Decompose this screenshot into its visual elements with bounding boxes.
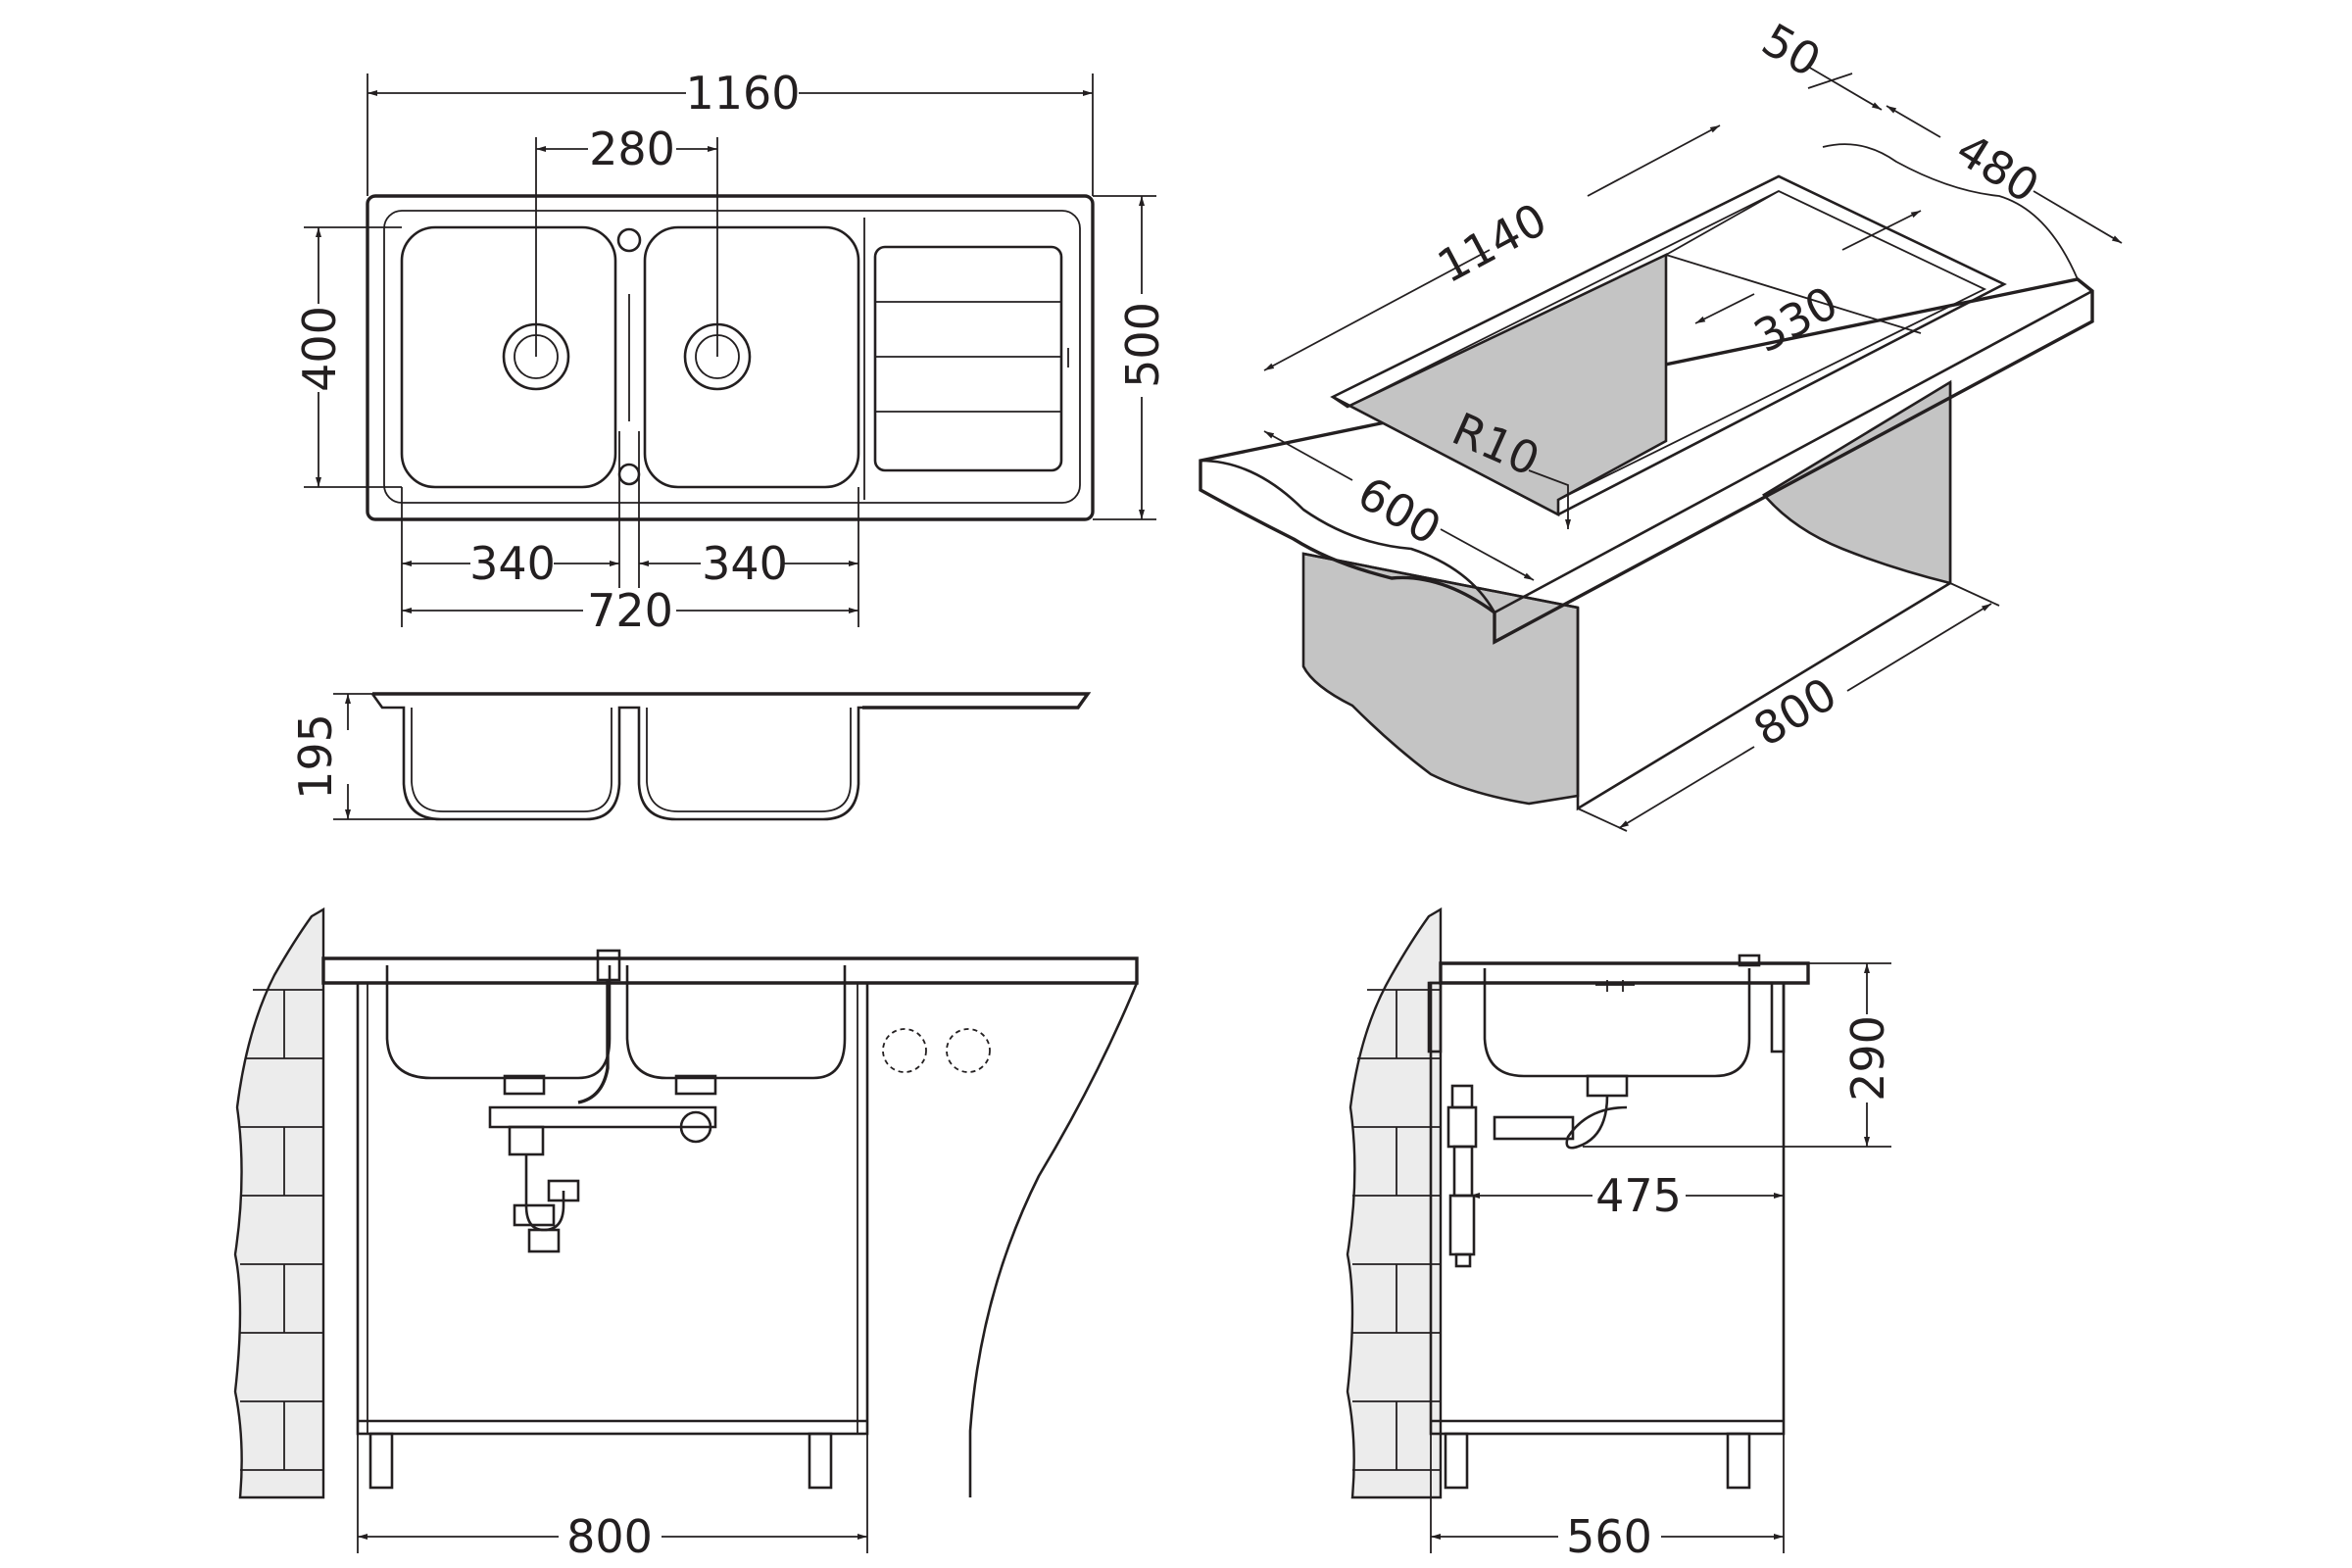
sink-inner-rim [383,210,1081,504]
dim-800-iso: 800 [1744,667,1845,758]
sink-outline [366,194,1095,521]
side-profile: 195 [289,692,1092,821]
dim-480: 480 [1947,122,2048,213]
dim-475: 475 [1595,1169,1682,1222]
cabinet-body [1301,552,1580,806]
top-view: 1160 280 400 500 340 340 720 [293,67,1169,637]
brick-wall [233,906,325,1499]
side-installation: 290 475 560 [1346,906,1894,1563]
dim-720: 720 [587,584,673,637]
dim-560: 560 [1566,1510,1652,1563]
overflow-icon [617,463,641,486]
dim-330: 330 [1745,275,1846,363]
isometric-cutout: 1140 50 480 330 R10 600 800 [1199,13,2123,832]
dim-290: 290 [1841,1015,1894,1102]
dim-340-left: 340 [469,537,556,590]
right-bowl [643,225,860,489]
dim-600-iso: 600 [1348,466,1449,556]
dim-280: 280 [589,122,675,175]
dim-50: 50 [1753,13,1830,87]
dim-1160: 1160 [685,67,800,120]
dim-195: 195 [289,713,342,800]
tap-hole-icon [616,227,642,253]
front-installation: 800 [233,906,1139,1563]
cabinet-front [356,981,869,1436]
brick-wall-side [1346,906,1443,1499]
dim-500: 500 [1116,302,1169,388]
countertop [1199,277,2094,645]
dim-400: 400 [293,306,346,392]
dim-340-right: 340 [702,537,788,590]
left-bowl [400,225,617,489]
drainboard [873,245,1063,472]
dim-1140: 1140 [1429,193,1555,294]
dim-800-front: 800 [566,1510,653,1563]
